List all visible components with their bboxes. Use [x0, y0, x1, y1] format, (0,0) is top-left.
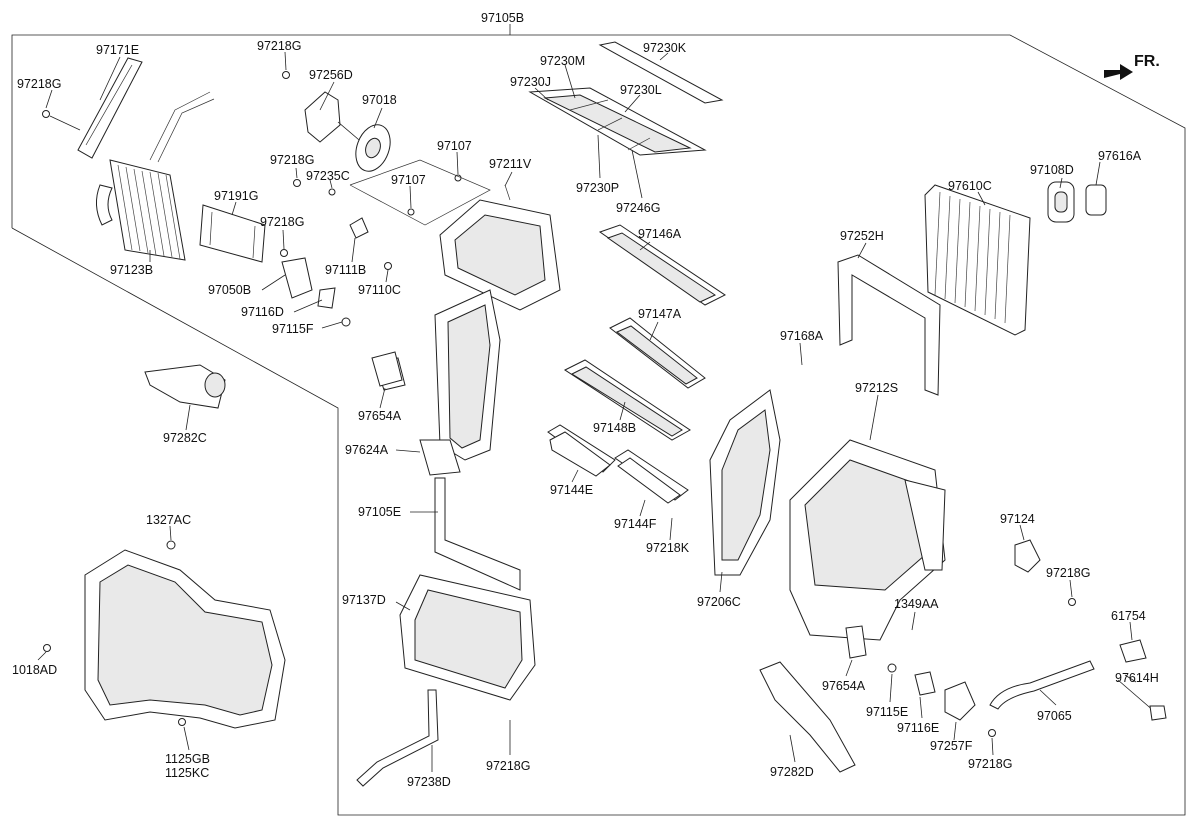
part-label-97218K: 97218K — [646, 541, 690, 555]
evaporator-seal-frame-part — [837, 254, 941, 396]
part-labels: 97105B 97171E 97218G 97218G 97256D 97018… — [12, 11, 1159, 789]
part-label-97282D: 97282D — [770, 765, 814, 779]
part-label-97235C: 97235C — [306, 169, 350, 183]
seal-part — [1047, 181, 1107, 223]
lower-actuator-part — [887, 663, 996, 737]
part-label-97116E: 97116E — [897, 721, 939, 735]
part-label-97168A: 97168A — [780, 329, 824, 343]
part-label-97111B: 97111B — [325, 263, 366, 277]
temp-door-part — [547, 424, 689, 504]
gear-part — [355, 124, 391, 172]
part-label-97238D: 97238D — [407, 775, 451, 789]
part-label-97105E: 97105E — [358, 505, 401, 519]
part-label-97654A: 97654A — [822, 679, 866, 693]
part-label-97624A: 97624A — [345, 443, 389, 457]
part-label-97115E: 97115E — [866, 705, 908, 719]
duct-seal-part — [371, 351, 867, 659]
heater-core-part — [96, 91, 215, 261]
part-label-97256D: 97256D — [309, 68, 353, 82]
assembled-unit-view — [43, 540, 286, 729]
part-label-97218G: 97218G — [486, 759, 530, 773]
part-label-97230P: 97230P — [576, 181, 619, 195]
case-cover-part — [434, 477, 521, 591]
part-label-97144E: 97144E — [550, 483, 593, 497]
part-label-97065: 97065 — [1037, 709, 1072, 723]
evaporator-core-part — [924, 184, 1031, 336]
intake-actuator-part — [1014, 539, 1076, 606]
air-door-part — [563, 224, 726, 441]
part-label-97218G: 97218G — [17, 77, 61, 91]
pipe-bracket-part — [77, 57, 143, 159]
part-label-97610C: 97610C — [948, 179, 992, 193]
part-label-97218G: 97218G — [968, 757, 1012, 771]
part-label-97107: 97107 — [437, 139, 472, 153]
part-label-97108D: 97108D — [1030, 163, 1074, 177]
rear-foot-duct-part — [759, 661, 856, 773]
part-label-97230L: 97230L — [620, 83, 662, 97]
part-label-97257F: 97257F — [930, 739, 973, 753]
part-label-97191G: 97191G — [214, 189, 258, 203]
part-label-97116D: 97116D — [241, 305, 284, 319]
part-label-97230K: 97230K — [643, 41, 687, 55]
part-label-97115F: 97115F — [272, 322, 314, 336]
part-label-97230J: 97230J — [510, 75, 551, 89]
part-label-1349AA: 1349AA — [894, 597, 939, 611]
part-label-97616A: 97616A — [1098, 149, 1142, 163]
part-label-1125KC: 1125KC — [165, 766, 209, 780]
lower-case-part — [789, 439, 946, 641]
leader-lines — [37, 51, 1137, 772]
part-label-97124: 97124 — [1000, 512, 1035, 526]
part-label-97144F: 97144F — [614, 517, 657, 531]
part-label-1125GB: 1125GB — [165, 752, 210, 766]
drain-tray-part — [399, 574, 536, 701]
part-label-97137D: 97137D — [342, 593, 386, 607]
part-label-97282C: 97282C — [163, 431, 207, 445]
part-label-97171E: 97171E — [96, 43, 139, 57]
mode-actuator-part — [304, 91, 366, 146]
front-direction-arrow-icon — [1104, 64, 1133, 80]
part-label-97654A: 97654A — [358, 409, 402, 423]
part-label-97018: 97018 — [362, 93, 397, 107]
part-label-97123B: 97123B — [110, 263, 153, 277]
part-label-1327AC: 1327AC — [146, 513, 191, 527]
part-label-97146A: 97146A — [638, 227, 682, 241]
part-label-97105B: 97105B — [481, 11, 524, 25]
part-label-97107: 97107 — [391, 173, 426, 187]
temperature-sensor-part — [1117, 639, 1167, 721]
part-label-97252H: 97252H — [840, 229, 884, 243]
part-label-1018AD: 1018AD — [12, 663, 57, 677]
sensor-housing-part — [199, 204, 392, 327]
screw-part — [42, 71, 301, 257]
filter-frame-part — [528, 41, 724, 156]
link-clip-part — [328, 159, 491, 226]
part-label-97050B: 97050B — [208, 283, 251, 297]
part-label-61754: 61754 — [1111, 609, 1146, 623]
foot-duct-part — [144, 364, 226, 409]
connector-pipe-part — [989, 660, 1095, 710]
part-label-97110C: 97110C — [358, 283, 401, 297]
part-label-97206C: 97206C — [697, 595, 741, 609]
part-label-97218G: 97218G — [260, 215, 304, 229]
part-label-97614H: 97614H — [1115, 671, 1159, 685]
part-label-97218G: 97218G — [257, 39, 301, 53]
part-label-97246G: 97246G — [616, 201, 660, 215]
part-label-97211V: 97211V — [489, 157, 532, 171]
drain-hose-part — [356, 689, 439, 787]
front-direction-label: FR. — [1134, 53, 1160, 70]
upper-case-part — [439, 184, 561, 311]
part-label-97218G: 97218G — [270, 153, 314, 167]
part-label-97230M: 97230M — [540, 54, 585, 68]
part-label-97147A: 97147A — [638, 307, 682, 321]
part-label-97212S: 97212S — [855, 381, 898, 395]
assembly-boundary — [11, 24, 1186, 816]
part-label-97148B: 97148B — [593, 421, 636, 435]
center-case-part — [709, 389, 781, 576]
part-label-97218G: 97218G — [1046, 566, 1090, 580]
